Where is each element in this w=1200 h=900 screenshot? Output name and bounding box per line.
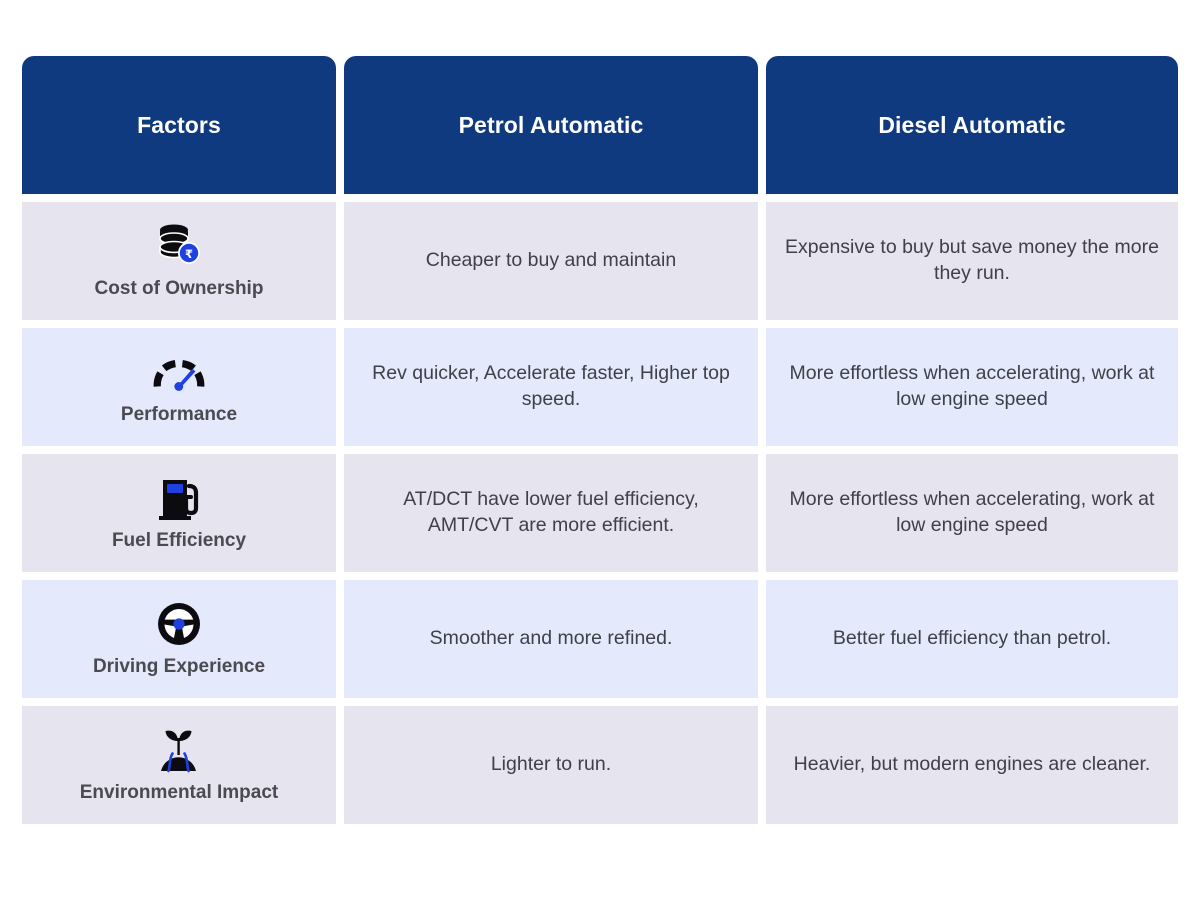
cell-text: More effortless when accelerating, work …	[789, 488, 1155, 536]
cell-text: Cheaper to buy and maintain	[425, 249, 677, 272]
cell-diesel: More effortless when accelerating, work …	[766, 454, 1178, 572]
cell-petrol: Rev quicker, Accelerate faster, Higher t…	[344, 328, 758, 446]
cell-text: More effortless when accelerating, work …	[789, 362, 1155, 410]
coin-stack-rupee-icon: ₹	[152, 221, 206, 271]
cell-text: Expensive to buy but save money the more…	[785, 236, 1159, 284]
cell-diesel: Better fuel efficiency than petrol.	[766, 580, 1178, 698]
cell-text: Smoother and more refined.	[429, 627, 673, 650]
sprout-icon	[152, 725, 206, 775]
column-header-factors: Factors	[22, 56, 336, 194]
column-header-diesel-label: Diesel Automatic	[878, 111, 1066, 138]
cell-diesel: Expensive to buy but save money the more…	[766, 202, 1178, 320]
table-row: Driving Experience Smoother and more ref…	[22, 580, 1178, 698]
table-row: Performance Rev quicker, Accelerate fast…	[22, 328, 1178, 446]
cell-text: AT/DCT have lower fuel efficiency, AMT/C…	[403, 488, 699, 536]
factor-cell-performance: Performance	[22, 328, 336, 446]
comparison-table: Factors Petrol Automatic Diesel Automati…	[22, 56, 1178, 824]
factor-cell-fuel-efficiency: Fuel Efficiency	[22, 454, 336, 572]
factor-cell-cost-of-ownership: ₹ Cost of Ownership	[22, 202, 336, 320]
table-row: ₹ Cost of Ownership Cheaper to buy and m…	[22, 202, 1178, 320]
cell-diesel: Heavier, but modern engines are cleaner.	[766, 706, 1178, 824]
factor-cell-environmental-impact: Environmental Impact	[22, 706, 336, 824]
factor-cell-driving-experience: Driving Experience	[22, 580, 336, 698]
svg-text:₹: ₹	[185, 247, 193, 261]
cell-petrol: Lighter to run.	[344, 706, 758, 824]
column-header-petrol-automatic: Petrol Automatic	[344, 56, 758, 194]
steering-wheel-icon	[152, 599, 206, 649]
factor-label: Cost of Ownership	[94, 278, 264, 300]
table-header-row: Factors Petrol Automatic Diesel Automati…	[22, 56, 1178, 194]
cell-petrol: AT/DCT have lower fuel efficiency, AMT/C…	[344, 454, 758, 572]
cell-petrol: Cheaper to buy and maintain	[344, 202, 758, 320]
factor-label: Environmental Impact	[79, 782, 279, 804]
table-row: Environmental Impact Lighter to run. Hea…	[22, 706, 1178, 824]
column-header-factors-label: Factors	[137, 111, 221, 138]
column-header-diesel-automatic: Diesel Automatic	[766, 56, 1178, 194]
cell-diesel: More effortless when accelerating, work …	[766, 328, 1178, 446]
cell-petrol: Smoother and more refined.	[344, 580, 758, 698]
factor-label: Driving Experience	[92, 656, 266, 678]
fuel-pump-icon	[152, 473, 206, 523]
cell-text: Heavier, but modern engines are cleaner.	[793, 753, 1151, 776]
column-header-petrol-label: Petrol Automatic	[458, 111, 644, 138]
cell-text: Better fuel efficiency than petrol.	[832, 627, 1112, 650]
cell-text: Rev quicker, Accelerate faster, Higher t…	[372, 362, 730, 410]
table-row: Fuel Efficiency AT/DCT have lower fuel e…	[22, 454, 1178, 572]
speedometer-icon	[152, 347, 206, 397]
factor-label: Performance	[120, 404, 238, 426]
cell-text: Lighter to run.	[490, 753, 612, 776]
factor-label: Fuel Efficiency	[111, 530, 247, 552]
